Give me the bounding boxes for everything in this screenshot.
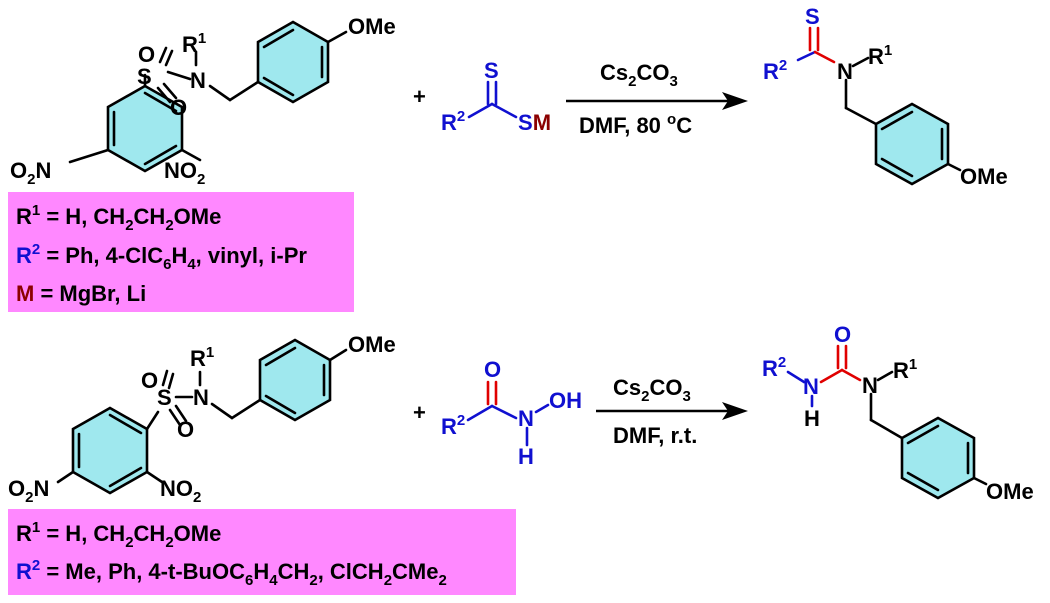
sulfonyl-oxygen-top: O	[138, 42, 155, 67]
product1-methoxy-label: OMe	[960, 164, 1008, 189]
dinitrophenyl-ring-2	[71, 406, 149, 495]
product1-r2-label: R2	[763, 57, 787, 84]
sulfonyl-oxygen-bottom-2: O	[177, 417, 194, 442]
box1-line-r1: R1 = H, CH2CH2OMe	[16, 202, 221, 234]
dinitrophenyl-ring	[106, 84, 184, 173]
reaction1-product-thioamide: S R2 N R1 OMe	[763, 4, 1008, 189]
reaction1-substituent-box: R1 = H, CH2CH2OMe R2 = Ph, 4-ClC6H4, vin…	[8, 192, 354, 312]
metal-thiolate-label: SM	[518, 110, 551, 135]
reagent2-h-label: H	[518, 444, 534, 469]
reaction2-product-urea: O R2 N H N R1 OMe	[762, 322, 1034, 504]
product2-nh-h-label: H	[804, 406, 820, 431]
nitro-o2n-label-2: O2N	[8, 476, 49, 506]
product1-pmb-ring	[874, 102, 950, 186]
box1-line-r2: R2 = Ph, 4-ClC6H4, vinyl, i-Pr	[16, 241, 307, 273]
pmb-ring	[256, 20, 330, 104]
plus-sign-1: +	[413, 84, 426, 109]
sulfur-label-2: S	[157, 385, 172, 410]
r1-label-2: R1	[190, 344, 214, 371]
reaction2-reactant-sulfonamide: R1 OMe S O O N O2N NO2	[8, 332, 396, 506]
reaction1-base-label: Cs2CO3	[600, 60, 678, 90]
product2-nh-n-label: N	[803, 374, 819, 399]
box2-line-r1: R1 = H, CH2CH2OMe	[16, 519, 221, 551]
reaction2-solvent-temp-label: DMF, r.t.	[613, 423, 697, 448]
product2-o-label: O	[834, 322, 851, 347]
sulfonyl-oxygen-top-2: O	[141, 368, 158, 393]
nitro-no2-label: NO2	[164, 158, 205, 188]
reagent2-oh-label: OH	[549, 388, 582, 413]
reaction1-arrow: Cs2CO3 DMF, 80 oC	[566, 60, 748, 138]
box1-line-m: M = MgBr, Li	[16, 281, 146, 306]
reaction2-substituent-box: R1 = H, CH2CH2OMe R2 = Me, Ph, 4-t-BuOC6…	[8, 509, 516, 595]
thione-s-label: S	[484, 58, 499, 83]
product2-n-label: N	[862, 373, 878, 398]
reaction2-reagent-hydroxamic-acid: O R2 N OH H	[441, 357, 582, 469]
reagent2-r2-label: R2	[441, 412, 465, 439]
amine-n-label-2: N	[193, 385, 209, 410]
reaction2-base-label: Cs2CO3	[613, 375, 691, 405]
r1-label: R1	[182, 30, 206, 57]
sulfur-label: S	[137, 64, 152, 89]
reagent2-n-label: N	[518, 406, 534, 431]
product2-pmb-ring	[900, 416, 976, 500]
product2-r1-label: R1	[893, 356, 917, 383]
methoxy-label-2: OMe	[348, 332, 396, 357]
product1-s-label: S	[805, 4, 820, 29]
sulfonyl-oxygen-bottom: O	[170, 95, 187, 120]
product1-n-label: N	[837, 59, 853, 84]
pmb-ring-2	[258, 338, 332, 422]
plus-sign-2: +	[413, 400, 426, 425]
product2-r2-label: R2	[762, 354, 786, 381]
reaction1-reactant-sulfonamide: R1 OMe S O O N O2N NO2	[10, 14, 396, 188]
product2-methoxy-label: OMe	[986, 479, 1034, 504]
reaction1-solvent-temp-label: DMF, 80 oC	[579, 111, 692, 138]
amine-n-label: N	[190, 68, 206, 93]
nitro-no2-label-2: NO2	[160, 476, 201, 506]
methoxy-label: OMe	[348, 14, 396, 39]
reaction1-reagent-dithioate: S R2 SM	[441, 58, 551, 135]
product1-r1-label: R1	[868, 42, 892, 69]
reagent-r2-label: R2	[441, 108, 465, 135]
reaction2-arrow: Cs2CO3 DMF, r.t.	[596, 375, 748, 448]
reagent2-o-label: O	[484, 357, 501, 382]
box2-line-r2: R2 = Me, Ph, 4-t-BuOC6H4CH2, ClCH2CMe2	[16, 557, 447, 589]
nitro-o2n-label: O2N	[10, 158, 51, 188]
